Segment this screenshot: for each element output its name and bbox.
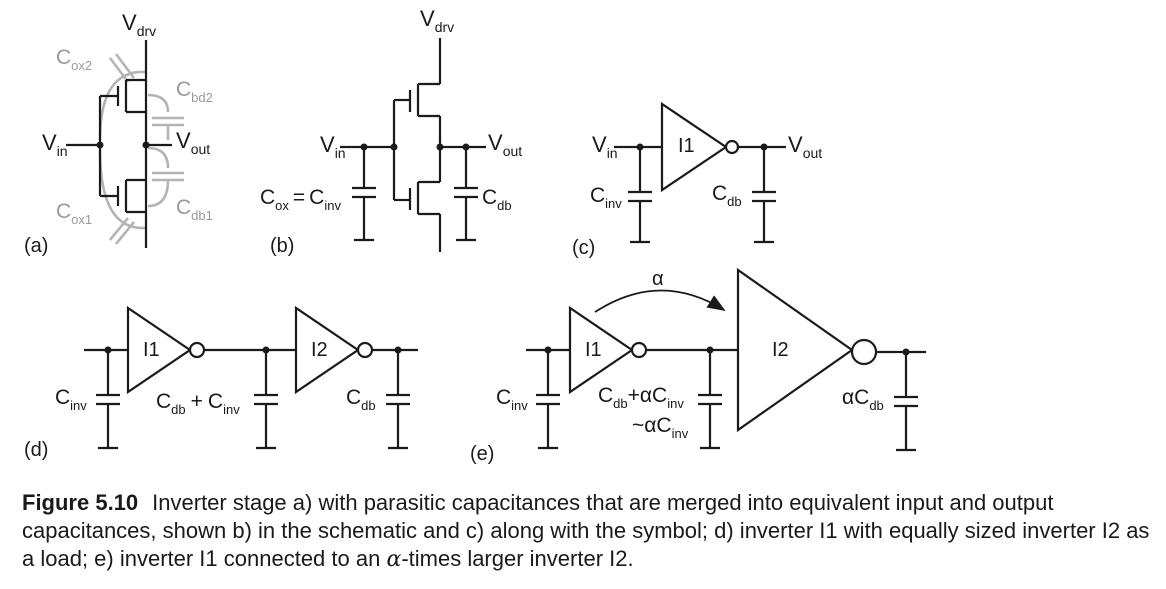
e-approx-label: ~αCinv xyxy=(632,414,689,441)
a-vdrv-label: Vdrv xyxy=(122,10,156,39)
e-cinv-label: Cinv xyxy=(496,386,528,413)
d-cinv-label: Cinv xyxy=(55,386,87,413)
panel-c-tag: (c) xyxy=(572,237,595,259)
panel-c-schematic xyxy=(614,101,786,244)
caption-text-1: Inverter stage a) with parasitic capacit… xyxy=(22,490,1150,571)
a-vout-label: Vout xyxy=(176,128,210,157)
d-i1-label: I1 xyxy=(143,339,160,361)
c-cinv-label: Cinv xyxy=(590,184,622,211)
panel-a-schematic xyxy=(66,40,184,248)
panel-e-schematic xyxy=(526,267,926,452)
d-sum-label: Cdb+Cinv xyxy=(156,390,240,417)
b-cdb-label: Cdb xyxy=(482,186,512,213)
panel-d-tag: (d) xyxy=(24,439,48,461)
circuit-figure: Vdrv Cox2 Cbd2 Vin Vout Cox1 Cdb1 (a) xyxy=(24,6,926,465)
e-sum-label: Cdb+αCinv xyxy=(598,384,684,411)
e-alpha-label: α xyxy=(652,268,664,290)
panel-b-tag: (b) xyxy=(270,235,294,257)
caption-alpha: α xyxy=(386,547,402,572)
a-cdb1-label: Cdb1 xyxy=(176,196,213,223)
d-i2-label: I2 xyxy=(311,339,328,361)
c-vin-label: Vin xyxy=(592,132,618,161)
a-cbd2-label: Cbd2 xyxy=(176,78,213,105)
panel-a-tag: (a) xyxy=(24,235,48,257)
figure-label: Figure 5.10 xyxy=(22,490,139,515)
panel-b-schematic xyxy=(340,38,486,252)
e-alpha-cdb-label: αCdb xyxy=(842,386,884,413)
caption-text-2: -times larger inverter I2. xyxy=(401,546,634,571)
b-cox-cinv-label: Cox=Cinv xyxy=(260,186,341,213)
panel-d-schematic xyxy=(84,305,418,450)
a-cox1-label: Cox1 xyxy=(56,200,92,227)
c-cdb-label: Cdb xyxy=(712,182,742,209)
c-i1-label: I1 xyxy=(678,135,695,157)
b-vout-label: Vout xyxy=(488,130,522,159)
b-vin-label: Vin xyxy=(320,132,346,161)
panel-e-tag: (e) xyxy=(470,443,494,465)
e-i1-label: I1 xyxy=(585,339,602,361)
d-cdb-label: Cdb xyxy=(346,386,376,413)
b-vdrv-label: Vdrv xyxy=(420,6,454,35)
a-cox2-label: Cox2 xyxy=(56,46,92,73)
e-i2-label: I2 xyxy=(772,339,789,361)
c-vout-label: Vout xyxy=(788,132,822,161)
a-vin-label: Vin xyxy=(42,130,68,159)
